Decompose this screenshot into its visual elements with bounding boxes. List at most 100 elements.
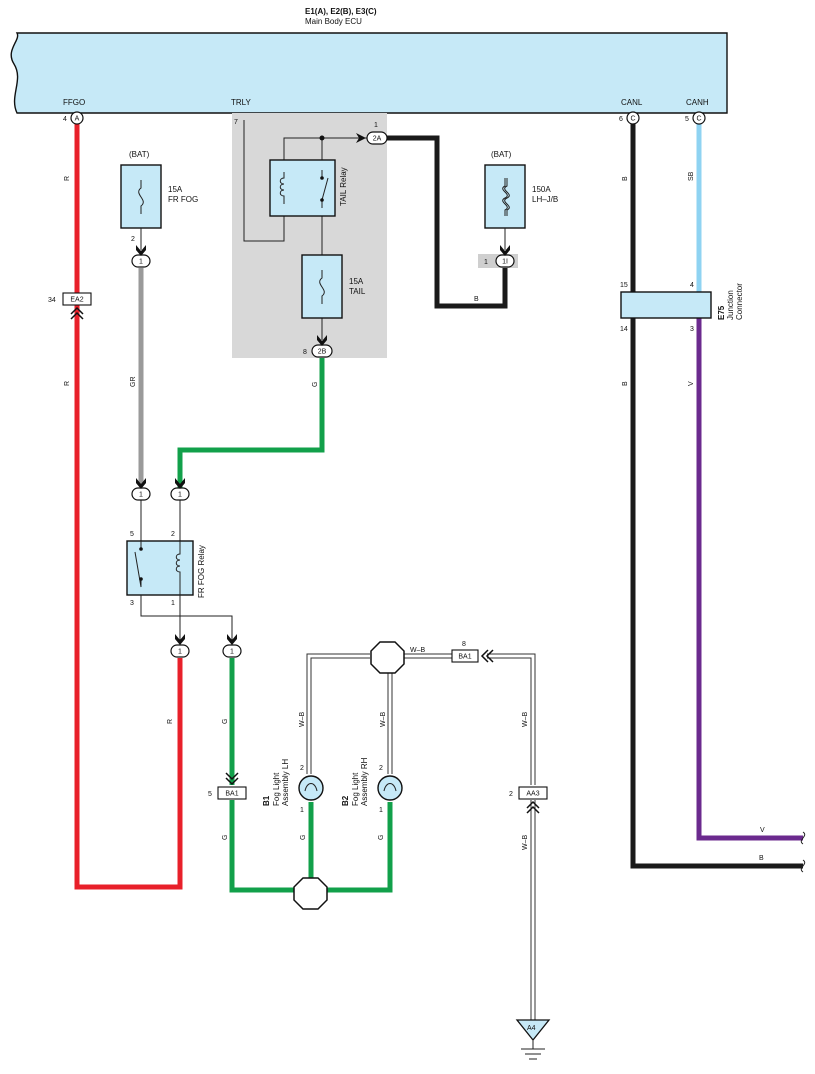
ecu-pin-trly: 7 xyxy=(234,119,238,126)
connector-ba1-top: BA1 8 xyxy=(451,641,494,663)
fog-rh-line1: Fog Light xyxy=(351,772,360,806)
fog-lh-pin-bot: 1 xyxy=(300,807,304,814)
fog-lh-pin-top: 2 xyxy=(300,765,304,772)
svg-text:SB: SB xyxy=(688,171,695,181)
svg-text:1: 1 xyxy=(484,259,488,266)
fr-fog-relay-pin3: 3 xyxy=(130,600,134,607)
svg-text:4: 4 xyxy=(63,116,67,123)
junction-connector-e75 xyxy=(620,291,712,319)
svg-text:W–B: W–B xyxy=(522,835,529,851)
tail-fuse-icon xyxy=(319,270,325,304)
fog-rh-id: B2 xyxy=(341,795,350,806)
svg-text:B: B xyxy=(474,296,479,303)
wire-white-black xyxy=(306,653,536,1020)
main-body-ecu xyxy=(10,32,728,114)
fr-fog-relay-pin1: 1 xyxy=(171,600,175,607)
svg-text:1: 1 xyxy=(178,649,182,656)
svg-text:5: 5 xyxy=(685,116,689,123)
ground-icon xyxy=(521,1040,545,1060)
tail-fuse-name: TAIL xyxy=(349,287,366,296)
svg-text:BA1: BA1 xyxy=(458,654,471,661)
ecu-connectors: E1(A), E2(B), E3(C) xyxy=(305,7,377,16)
connector-aa3: AA3 2 xyxy=(509,786,548,814)
fr-fog-relay-conn-1: 1 xyxy=(170,644,190,658)
svg-text:W–B: W–B xyxy=(522,712,529,728)
ecu-term-trly: TRLY xyxy=(231,98,252,107)
fr-fog-fuse-source: (BAT) xyxy=(129,150,150,159)
fog-light-rh xyxy=(377,775,403,801)
fr-fog-fuse-name: FR FOG xyxy=(168,195,198,204)
fr-fog-relay-pin2: 2 xyxy=(171,531,175,538)
fr-fog-relay xyxy=(126,540,194,596)
fog-lh-line2: Assembly LH xyxy=(281,759,290,806)
svg-text:GR: GR xyxy=(130,377,137,388)
svg-text:1: 1 xyxy=(178,492,182,499)
svg-text:7: 7 xyxy=(234,119,238,126)
svg-text:AA3: AA3 xyxy=(526,791,539,798)
svg-text:C: C xyxy=(696,116,701,123)
junction-id: E75 xyxy=(717,305,726,320)
svg-text:G: G xyxy=(222,835,229,840)
svg-text:1: 1 xyxy=(374,122,378,129)
wire-black-canl xyxy=(630,124,803,869)
fr-fog-relay-conn-5: 1 xyxy=(131,487,151,501)
connector-arrows xyxy=(136,133,510,645)
tail-relay-coil-icon xyxy=(279,172,285,204)
junction-pin3: 3 xyxy=(690,326,694,333)
tail-relay-switch-icon xyxy=(320,170,329,208)
svg-text:34: 34 xyxy=(48,297,56,304)
tail-fuse-rating: 15A xyxy=(349,277,364,286)
svg-text:1: 1 xyxy=(139,492,143,499)
ground-a4-marker xyxy=(515,1019,551,1042)
relay-block-area xyxy=(232,113,387,358)
svg-text:G: G xyxy=(222,719,229,724)
svg-text:5: 5 xyxy=(208,791,212,798)
fr-fog-fuse-icon xyxy=(138,180,144,214)
fr-fog-relay-coil-icon xyxy=(175,541,181,595)
ecu-term-canh: CANH xyxy=(686,98,709,107)
svg-text:W–B: W–B xyxy=(410,647,426,654)
fr-fog-relay-switch-icon xyxy=(134,541,143,588)
svg-text:W–B: W–B xyxy=(299,712,306,728)
junction-pin15: 15 xyxy=(620,282,628,289)
break-mark-violet xyxy=(800,831,806,845)
junction-pin4: 4 xyxy=(690,282,694,289)
fog-rh-pin-bot: 1 xyxy=(379,807,383,814)
svg-text:B: B xyxy=(759,855,764,862)
ecu-name: Main Body ECU xyxy=(305,17,362,26)
break-mark-black xyxy=(800,859,806,873)
fr-fog-relay-conn-2: 1 xyxy=(170,487,190,501)
lhjb-fuse-icon xyxy=(502,178,508,216)
fr-fog-relay-pin5: 5 xyxy=(130,531,134,538)
svg-text:V: V xyxy=(688,381,695,386)
lhjb-fuse xyxy=(484,164,526,229)
svg-text:B: B xyxy=(622,176,629,181)
tail-fuse xyxy=(301,254,343,319)
fog-light-lh xyxy=(298,775,324,801)
svg-text:2A: 2A xyxy=(373,136,382,143)
ecu-pin-ffgo: A 4 xyxy=(63,111,84,125)
svg-text:1I: 1I xyxy=(502,259,508,266)
lhjb-fuse-name: LH–J/B xyxy=(532,195,558,204)
ecu-term-ffgo: FFGO xyxy=(63,98,85,107)
svg-text:W–B: W–B xyxy=(380,712,387,728)
svg-text:R: R xyxy=(64,176,71,181)
svg-text:A: A xyxy=(75,116,80,123)
svg-text:EA2: EA2 xyxy=(70,297,83,304)
wire-black-ljb xyxy=(387,135,508,309)
svg-text:G: G xyxy=(378,835,385,840)
tail-relay-conn-2a: 2A 1 xyxy=(366,122,388,145)
fr-fog-fuse-pin: 2 xyxy=(131,236,135,243)
svg-text:2B: 2B xyxy=(318,349,327,356)
svg-text:C: C xyxy=(630,116,635,123)
fog-rh-pin-top: 2 xyxy=(379,765,383,772)
fog-rh-line2: Assembly RH xyxy=(360,757,369,806)
fr-fog-relay-label: FR FOG Relay xyxy=(197,545,206,598)
junction-pin14: 14 xyxy=(620,326,628,333)
ecu-pin-canl: C 6 xyxy=(619,111,640,125)
svg-text:G: G xyxy=(312,382,319,387)
svg-text:BA1: BA1 xyxy=(225,791,238,798)
wire-violet xyxy=(696,318,803,841)
svg-text:8: 8 xyxy=(462,641,466,648)
